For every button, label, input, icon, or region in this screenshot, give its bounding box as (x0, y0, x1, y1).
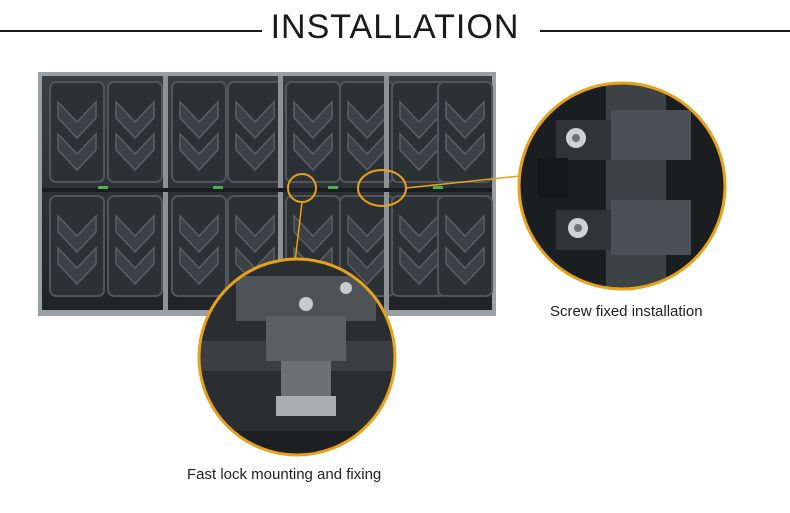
screw-caption: Screw fixed installation (550, 303, 703, 320)
lock-detail-zoom (197, 257, 397, 457)
lock-caption: Fast lock mounting and fixing (187, 466, 382, 483)
page-title: INSTALLATION (270, 8, 520, 46)
screw-detail-zoom (517, 81, 727, 291)
title-rule-right (540, 30, 790, 32)
title-rule-left (0, 30, 262, 32)
